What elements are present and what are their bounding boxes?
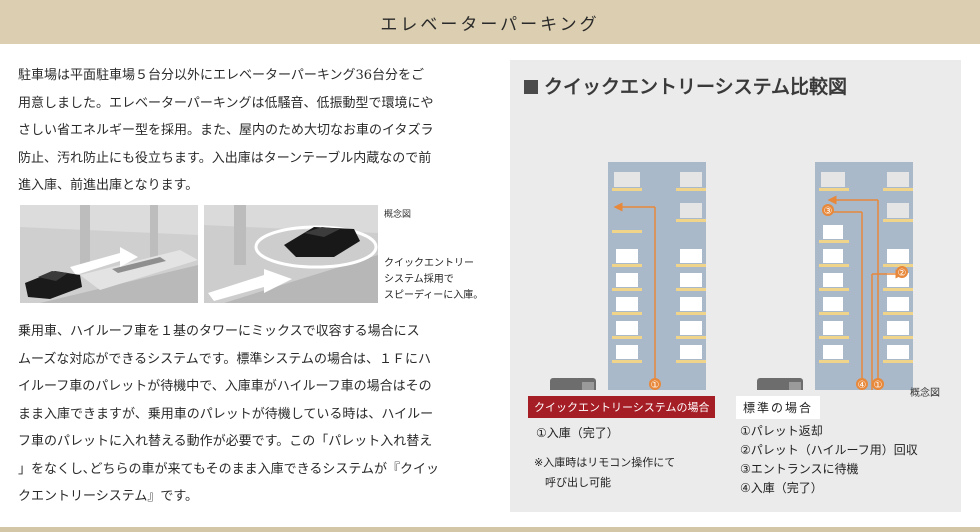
step-marker-4: ④ xyxy=(858,380,867,390)
intro-line: 用意しました。エレベーターパーキングは低騒音、低振動型で環境にや xyxy=(18,95,434,111)
photo-caption: クイックエントリー システム採用で スピーディーに入庫。 xyxy=(384,256,483,304)
standard-label: 標準の場合 xyxy=(736,396,821,419)
body-line: クエントリーシステム』です。 xyxy=(18,489,199,504)
quick-entry-label: クイックエントリーシステムの場合 xyxy=(528,396,716,418)
entrance-photo xyxy=(20,205,198,303)
van-icon-standard xyxy=(757,378,803,390)
square-bullet-icon xyxy=(524,80,538,94)
step-marker-1: ① xyxy=(874,380,883,390)
standard-tower: ③ ② ④ ① xyxy=(815,162,913,390)
body-paragraph: 乗用車、ハイルーフ車を１基のタワーにミックスで収容する場合にス ムーズな対応がで… xyxy=(18,318,490,511)
page-header: エレベーターパーキング xyxy=(0,0,980,44)
tower-diagrams: ① xyxy=(550,162,913,390)
intro-paragraph: 駐車場は平面駐車場５台分以外にエレベーターパーキング36台分をご 用意しました。… xyxy=(18,62,490,200)
intro-line: 防止、汚れ防止にも役立ちます。入出庫はターンテーブル内蔵なので前 xyxy=(18,150,432,166)
note-line: ※入庫時はリモコン操作にて xyxy=(534,456,676,469)
body-line: 乗用車、ハイルーフ車を１基のタワーにミックスで収容する場合にス xyxy=(18,324,420,339)
pallet-stack-right xyxy=(676,172,706,363)
content-panel: 駐車場は平面駐車場５台分以外にエレベーターパーキング36台分をご 用意しました。… xyxy=(0,44,980,527)
step-marker-3: ③ xyxy=(824,206,833,217)
caption-line: クイックエントリー xyxy=(384,258,474,269)
intro-line: さしい省エネルギー型を採用。また、屋内のため大切なお車のイタズラ xyxy=(18,123,434,138)
standard-step: ②パレット（ハイルーフ用）回収 xyxy=(740,443,918,457)
quick-entry-note: ※入庫時はリモコン操作にて 呼び出し可能 xyxy=(534,453,675,493)
pallet-stack-left xyxy=(612,172,642,363)
diagram-concept-note: 概念図 xyxy=(910,388,940,399)
caption-line: スピーディーに入庫。 xyxy=(384,290,484,301)
pallet-stack-right xyxy=(883,172,913,363)
step-marker-2: ② xyxy=(898,268,907,279)
comparison-diagram: クイックエントリーシステム比較図 xyxy=(510,60,961,512)
intro-line: 進入庫、前進出庫となります。 xyxy=(18,178,199,193)
standard-steps: ①パレット返却 ②パレット（ハイルーフ用）回収 ③エントランスに待機 ④入庫（完… xyxy=(740,422,918,498)
body-line: 」をなくし､どちらの車が来てもそのまま入庫できるシステムが『クイッ xyxy=(18,461,439,477)
body-line: まま入庫できますが、乗用車のパレットが待機している時は、ハイルー xyxy=(18,406,434,422)
standard-step: ④入庫（完了） xyxy=(740,481,823,495)
pallet-stack-left xyxy=(819,172,849,363)
diagram-title: クイックエントリーシステム比較図 xyxy=(524,72,847,99)
standard-step: ③エントランスに待機 xyxy=(740,462,859,476)
page-title: エレベーターパーキング xyxy=(380,14,600,35)
note-line: 呼び出し可能 xyxy=(534,476,611,489)
van-icon-quick xyxy=(550,378,596,390)
bottom-border xyxy=(0,527,980,532)
body-line: フ車のパレットに入れ替える動作が必要です。この「パレット入れ替え xyxy=(18,434,433,449)
intro-line: 駐車場は平面駐車場５台分以外にエレベーターパーキング36台分をご xyxy=(18,68,425,83)
photo-concept-note: 概念図 xyxy=(384,210,412,220)
diagram-title-text: クイックエントリーシステム比較図 xyxy=(544,76,848,98)
turntable-photo xyxy=(204,205,378,303)
caption-line: システム採用で xyxy=(384,274,454,285)
quick-entry-tower: ① xyxy=(608,162,706,390)
body-line: ムーズな対応ができるシステムです。標準システムの場合は、１Ｆにハ xyxy=(18,351,432,367)
body-line: イルーフ車のパレットが待機中で、入庫車がハイルーフ車の場合はその xyxy=(18,379,432,394)
step-marker-1: ① xyxy=(651,380,660,390)
standard-step: ①パレット返却 xyxy=(740,424,823,438)
quick-entry-step: ①入庫（完了） xyxy=(536,426,619,440)
